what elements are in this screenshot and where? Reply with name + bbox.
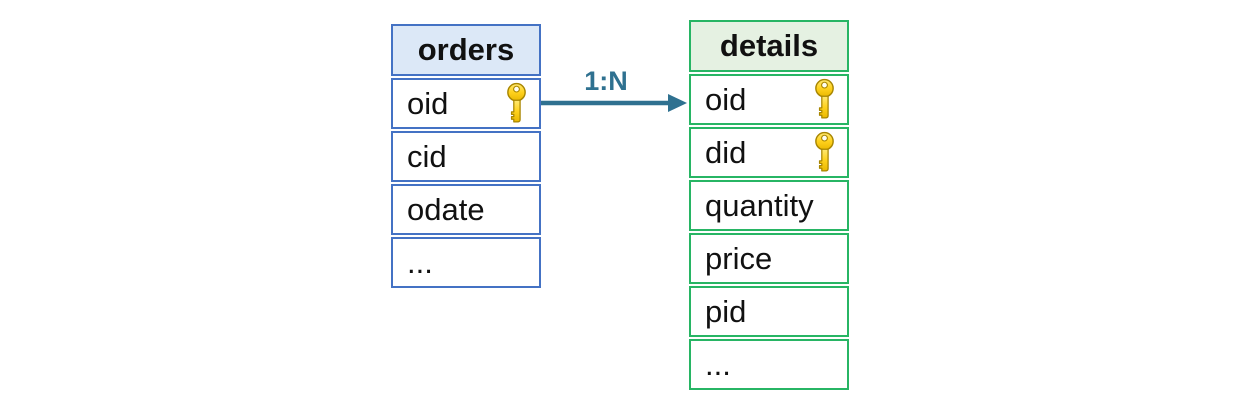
table-title: orders — [417, 32, 515, 67]
table-orders: orders oid cid odate ... — [391, 24, 541, 288]
field-row-pid: pid — [689, 286, 849, 337]
table-orders-header: orders — [391, 24, 541, 76]
field-name: pid — [705, 293, 747, 329]
table-details: details oid did quantity price pid ... — [689, 20, 849, 390]
field-row-ellipsis: ... — [689, 339, 849, 390]
field-name: price — [705, 240, 773, 276]
field-name: quantity — [705, 187, 814, 223]
field-row-quantity: quantity — [689, 180, 849, 231]
primary-key-icon — [811, 78, 838, 120]
primary-key-icon — [811, 131, 838, 173]
field-name: cid — [407, 138, 447, 174]
field-row-odate: odate — [391, 184, 541, 235]
field-name: ... — [705, 346, 731, 382]
field-row-oid: oid — [689, 74, 849, 125]
field-name: oid — [407, 85, 449, 121]
field-name: ... — [407, 244, 433, 280]
relationship-label: 1:N — [584, 66, 628, 96]
field-row-cid: cid — [391, 131, 541, 182]
primary-key-icon — [503, 82, 530, 124]
field-name: odate — [407, 191, 485, 227]
table-details-header: details — [689, 20, 849, 72]
field-name: oid — [705, 81, 747, 117]
field-row-did: did — [689, 127, 849, 178]
table-title: details — [719, 28, 819, 63]
field-row-price: price — [689, 233, 849, 284]
relationship-arrow — [541, 94, 687, 112]
field-row-ellipsis: ... — [391, 237, 541, 288]
field-row-oid: oid — [391, 78, 541, 129]
field-name: did — [705, 134, 747, 170]
